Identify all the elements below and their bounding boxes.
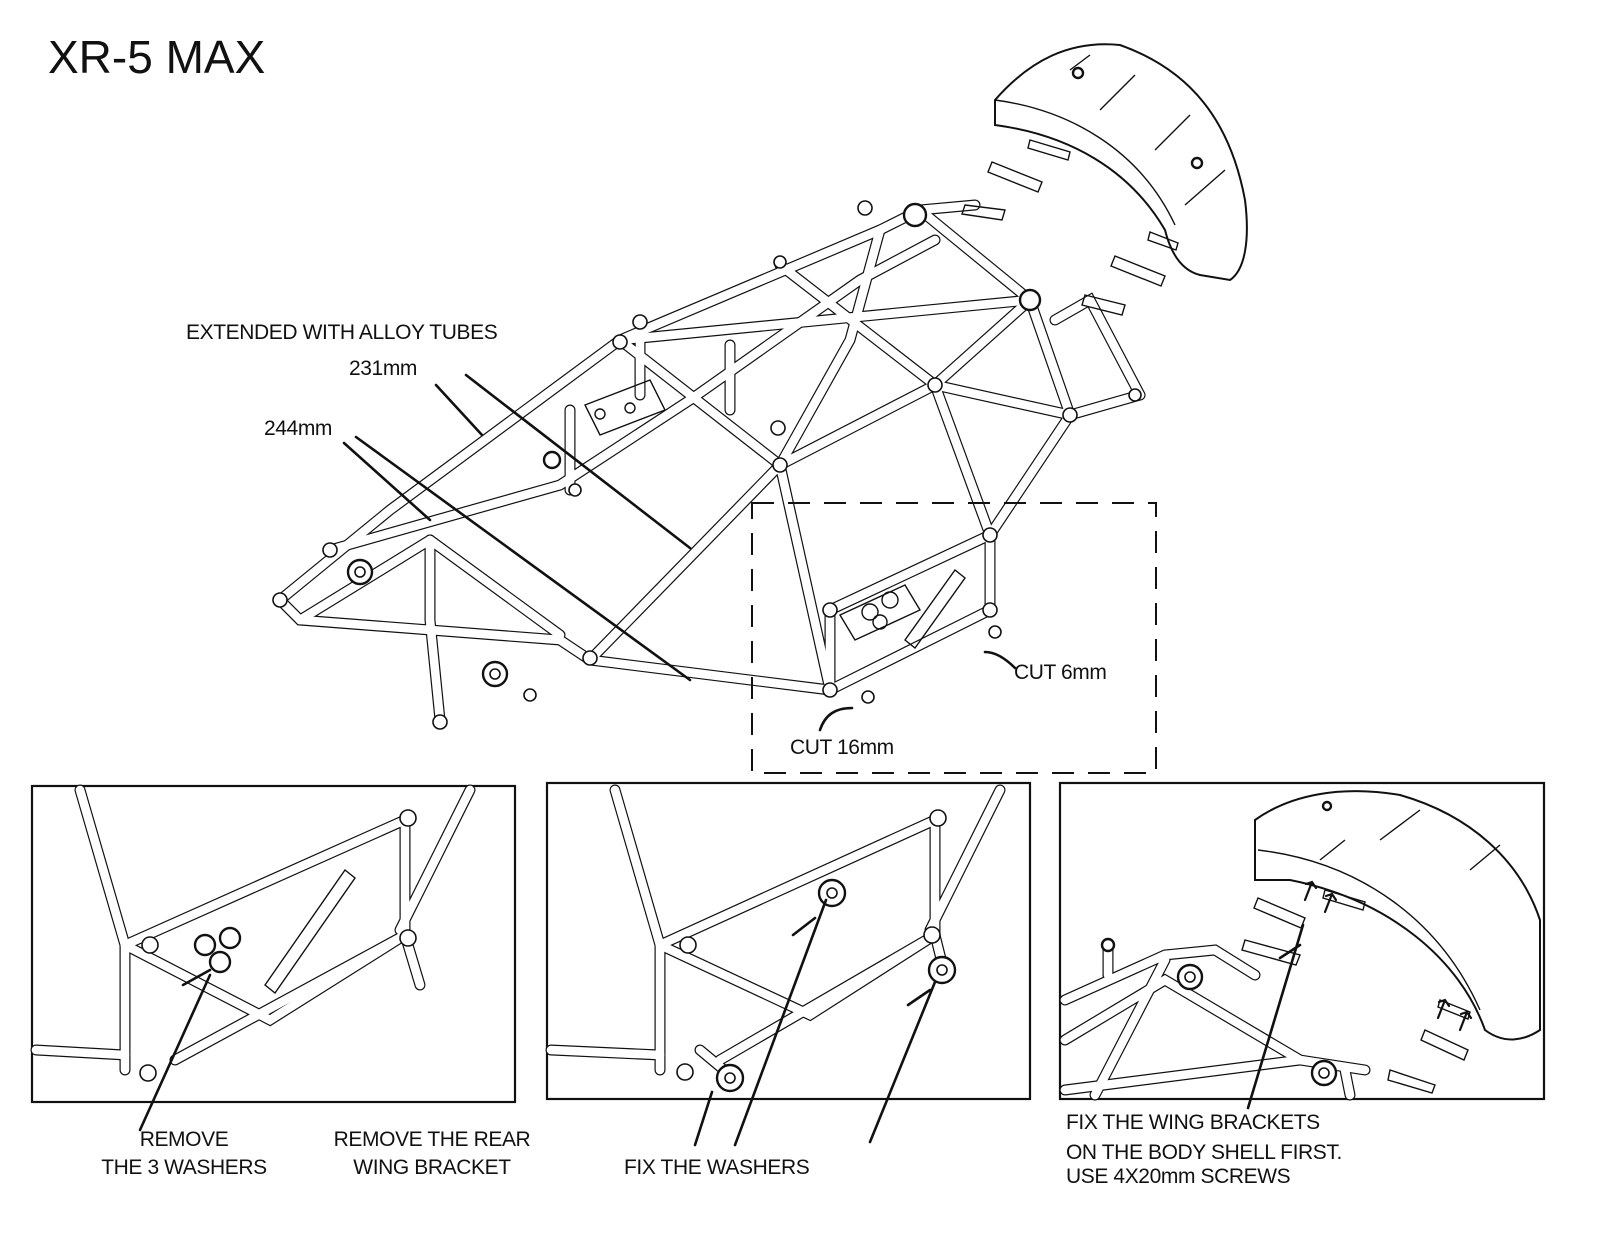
- step-panel-3-drawing: [1058, 781, 1546, 1101]
- tube-length-231: 231mm: [349, 357, 418, 380]
- callout-dashed-box: [751, 502, 1157, 774]
- leader-fix-washer-1: [693, 1090, 714, 1147]
- tube-length-244: 244mm: [264, 417, 333, 440]
- caption-line: ON THE BODY SHELL FIRST.: [1066, 1141, 1342, 1164]
- rear-wing-drawing: [987, 43, 1248, 287]
- alloy-tubes-note: EXTENDED WITH ALLOY TUBES: [186, 321, 498, 344]
- step-panel-1-drawing: [30, 784, 517, 1104]
- leader-fix-washer-2: [733, 898, 828, 1147]
- caption-line: REMOVE: [139, 1128, 229, 1151]
- step-caption-remove-washers: REMOVE THE 3 WASHERS: [100, 1128, 268, 1180]
- step-caption-fix-washers: FIX THE WASHERS: [624, 1156, 810, 1179]
- cut-6mm-label: CUT 6mm: [1014, 661, 1107, 684]
- caption-line: REMOVE THE REAR: [333, 1128, 531, 1151]
- step-panel-2-drawing: [545, 781, 1032, 1101]
- step-caption-remove-wing-bracket: REMOVE THE REAR WING BRACKET: [330, 1128, 534, 1180]
- caption-line: WING BRACKET: [353, 1156, 511, 1179]
- caption-line: THE 3 WASHERS: [101, 1156, 267, 1179]
- step-caption-fix-wing-brackets: FIX THE WING BRACKETS ON THE BODY SHELL …: [1066, 1108, 1342, 1192]
- cut-16mm-label: CUT 16mm: [790, 736, 894, 759]
- leader-fix-wing-brackets: [1246, 923, 1305, 1110]
- leader-fix-washer-3: [868, 980, 937, 1144]
- leader-lines: [342, 373, 1017, 732]
- page-title: XR-5 MAX: [48, 31, 266, 83]
- caption-line: USE 4X20mm SCREWS: [1066, 1165, 1291, 1188]
- leader-remove-washers: [138, 973, 212, 1132]
- chassis-frame-drawing: [272, 199, 1146, 730]
- caption-line: FIX THE WING BRACKETS: [1066, 1111, 1320, 1134]
